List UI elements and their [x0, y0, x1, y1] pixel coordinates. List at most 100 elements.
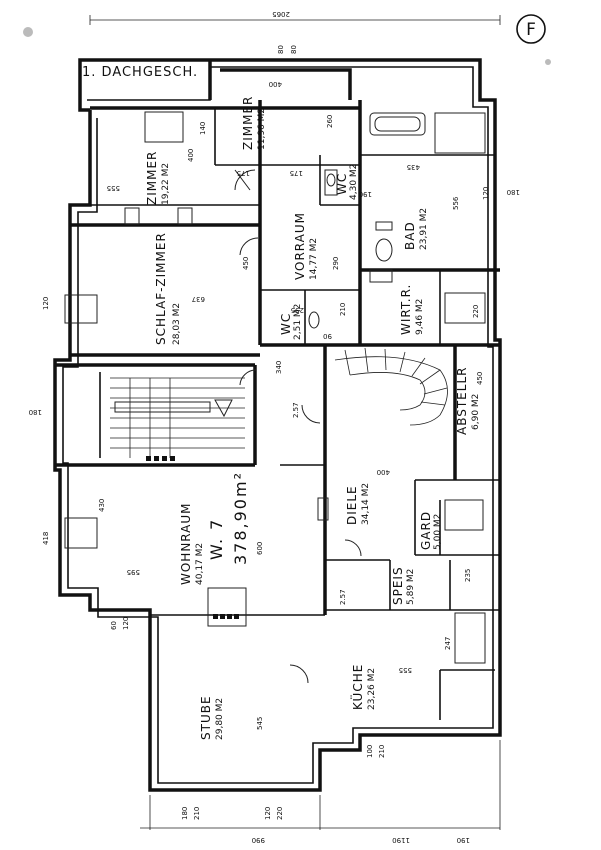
top-dimension-chain: 2065: [89, 10, 501, 25]
dim-label: 418: [42, 532, 50, 545]
apartment-number: W. 7: [207, 518, 226, 560]
room-name-kueche: KÜCHE: [349, 664, 365, 710]
dim-label: 180: [29, 408, 42, 416]
dim-label: 235: [464, 569, 472, 582]
dim-label: 637: [192, 295, 205, 303]
room-area-wc-mid: 2,51 M2: [293, 304, 303, 340]
dim-label: 210: [378, 745, 386, 758]
room-area-schlafzimmer: 28,03 M2: [172, 303, 182, 345]
room-area-speis: 5,89 M2: [406, 569, 416, 605]
dim-label: 120: [42, 297, 50, 310]
toilet-icon: [375, 238, 393, 262]
room-area-stube: 29,80 M2: [215, 698, 225, 740]
wc-toilet-icon: [324, 169, 338, 196]
dim-label: 80: [290, 45, 298, 54]
staircase: [110, 347, 448, 458]
dim-label: 100: [366, 745, 374, 758]
utility-unit-icon: [444, 292, 486, 324]
room-name-wc-mid: WC: [279, 313, 293, 335]
dim-label: 175: [237, 169, 250, 177]
room-name-zimmer: ZIMMER: [145, 151, 159, 205]
dim-label: 180: [181, 807, 189, 820]
room-area-zimmer: 19,22 M2: [161, 163, 171, 205]
dim-label: 556: [452, 196, 460, 210]
dim-label: 2.57: [339, 589, 347, 605]
room-name-abstellr: ABSTELLR: [455, 367, 469, 435]
dim-label: 290: [332, 257, 340, 270]
dim-label: 210: [193, 807, 201, 820]
dim-label: 247: [444, 637, 452, 650]
room-area-gard: 5,00 M2: [433, 514, 443, 550]
room-area-kueche: 23,26 M2: [367, 668, 377, 710]
dim-label: 340: [275, 361, 283, 374]
dim-label: 90: [323, 332, 332, 340]
room-area-abstellr: 6,90 M2: [471, 394, 481, 430]
dim-label: 555: [399, 666, 412, 674]
dimension-labels: 80 80 400 260 400 140 555 175 175 290 29…: [29, 45, 520, 758]
room-name-speis: SPEIS: [391, 566, 405, 605]
room-area-bad: 23,91 M2: [419, 208, 429, 250]
room-name-vorraum: VORRAUM: [293, 212, 307, 280]
dim-top-overall: 2065: [272, 10, 290, 18]
cabinet-icon: [454, 612, 486, 664]
dim-label: 450: [476, 372, 484, 385]
dim-label: 295: [291, 306, 304, 314]
exterior-walls: [53, 58, 502, 792]
dim-label: 990: [252, 836, 265, 844]
dim-label: 180: [507, 188, 520, 196]
dim-label: 595: [127, 568, 140, 576]
dim-label: 450: [242, 257, 250, 270]
dim-label: 430: [98, 499, 106, 512]
apartment-area: 378,90m²: [231, 471, 250, 565]
dim-label: 260: [326, 115, 334, 128]
dim-label: 140: [199, 122, 207, 135]
room-name-gard: GARD: [419, 511, 433, 550]
dim-label: 190: [359, 190, 372, 198]
bath-cabinet-icon: [434, 112, 486, 154]
cabinet-icon: [144, 111, 184, 143]
room-labels: ZIMMER 11,96 M2 ZIMMER 19,22 M2 WC 4,30 …: [145, 96, 481, 740]
sheet-marker: F: [516, 14, 546, 44]
bathtub-icon: [369, 112, 426, 136]
room-name-schlafzimmer: SCHLAF-ZIMMER: [154, 232, 168, 345]
dim-label: 220: [276, 807, 284, 820]
room-area-zimmer-small: 11,96 M2: [257, 108, 267, 150]
dim-label: 1190: [392, 836, 410, 844]
scan-mark: [23, 27, 33, 37]
radiator-icon: [64, 517, 98, 549]
dim-label: 545: [256, 717, 264, 730]
dim-label: 400: [269, 80, 282, 88]
dim-label: 600: [256, 542, 264, 555]
dim-label: 400: [187, 149, 195, 162]
dim-label: 120: [264, 807, 272, 820]
dim-label: 2.57: [292, 402, 300, 418]
room-area-wc-top: 4,30 M2: [349, 164, 359, 200]
room-name-wc-top: WC: [335, 173, 349, 195]
bottom-dimension-chain: 180 210 120 220 990 1190 190: [140, 740, 501, 844]
dim-label: 80: [277, 45, 285, 54]
room-area-wohnraum: 40,17 M2: [195, 543, 205, 585]
radiator-icon: [64, 294, 98, 324]
dim-label: 60: [110, 621, 118, 630]
room-area-vorraum: 14,77 M2: [309, 238, 319, 280]
wc-toilet-icon: [308, 311, 320, 329]
sheet-marker-letter: F: [526, 20, 536, 40]
scan-mark: [545, 59, 551, 65]
cabinet-icon: [444, 499, 484, 531]
dim-label: 175: [290, 169, 303, 177]
room-name-bad: BAD: [403, 221, 417, 250]
room-name-wohnraum: WOHNRAUM: [179, 502, 193, 585]
dim-label: 190: [457, 836, 470, 844]
room-name-wirtr: WIRT.R.: [399, 284, 413, 335]
dim-label: 220: [472, 305, 480, 318]
dim-label: 400: [377, 468, 390, 476]
room-area-diele: 34,14 M2: [361, 483, 371, 525]
dim-label: 120: [122, 617, 130, 630]
dim-label: 435: [407, 163, 420, 171]
room-area-wirtr: 9,46 M2: [415, 299, 425, 335]
dim-label: 210: [339, 303, 347, 316]
fixtures: [64, 111, 486, 684]
dim-label: 555: [107, 184, 120, 192]
floor-title: 1. DACHGESCH.: [82, 65, 198, 80]
